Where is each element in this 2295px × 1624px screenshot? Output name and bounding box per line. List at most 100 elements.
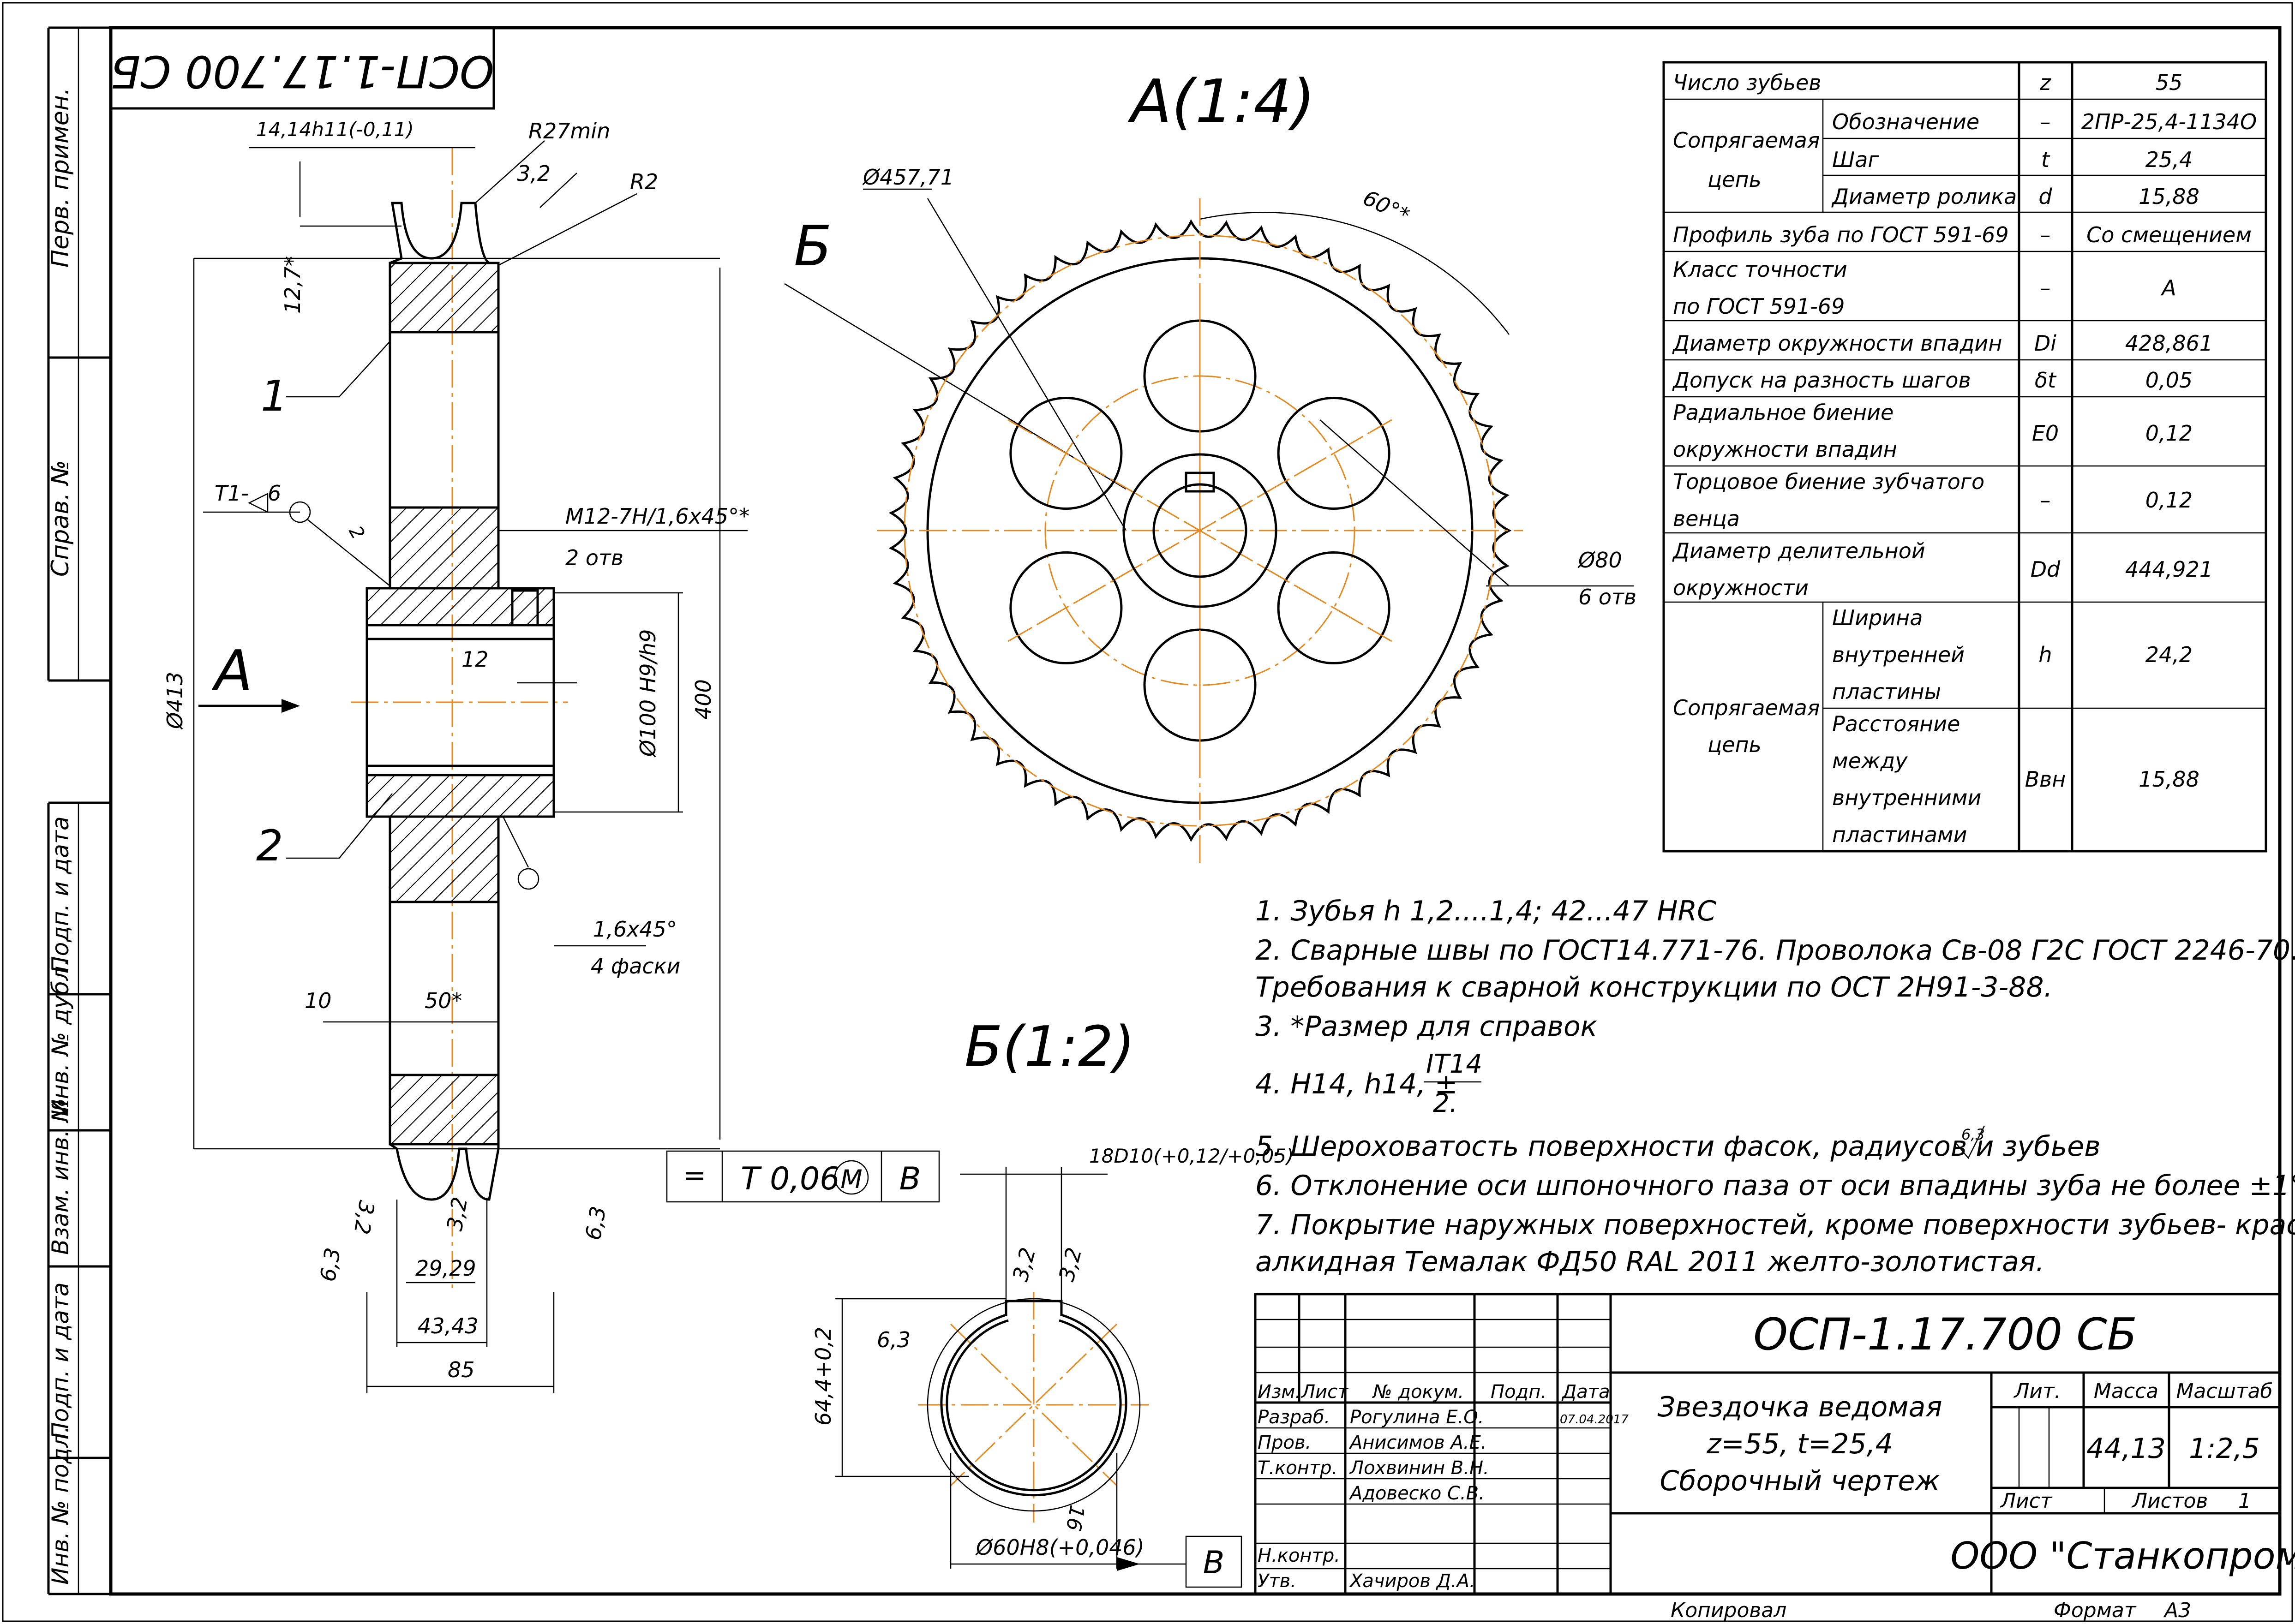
- tbl-sym: –: [2040, 275, 2051, 300]
- tbl-r1a: Сопрягаемая: [1673, 128, 1820, 153]
- tb-role: Разраб.: [1258, 1407, 1330, 1428]
- tb-person: Хачиров Д.А.: [1349, 1570, 1475, 1592]
- dim-3-2-b: 3,2: [442, 1195, 473, 1232]
- dim-r27: R27min: [528, 119, 610, 143]
- tbl-val: 0,05: [2145, 368, 2193, 393]
- tbl-val: 2ПР-25,4-1134О: [2081, 109, 2257, 134]
- note-1: 1. Зубья h 1,2....1,4; 42...47 HRC: [1255, 895, 1716, 927]
- dim-400: 400: [691, 679, 716, 720]
- tbl-r11c1: Ширина: [1832, 605, 1923, 630]
- title-block: Изм. Лист № докум. Подп. Дата Разраб. Пр…: [1254, 1293, 2295, 1622]
- hole-dim-leader: [1319, 419, 1510, 586]
- note-6: 6. Отклонение оси шпоночного паза от оси…: [1255, 1170, 2295, 1202]
- note-5-sym: 6,3: [1961, 1126, 1985, 1143]
- tb-scale-label: Масштаб: [2176, 1379, 2272, 1403]
- section-view: А 14,14h11(-0,11) R27min 3,2 R2 12,7* T1…: [162, 118, 749, 1393]
- tb-role: Н.контр.: [1258, 1545, 1340, 1566]
- dim-12-7: 12,7*: [280, 256, 305, 314]
- dim-85: 85: [448, 1357, 475, 1382]
- datum-b: B: [1203, 1545, 1225, 1581]
- tbl-r1b: цепь: [1708, 167, 1762, 192]
- tbl-r11c2: внутренней: [1832, 642, 1965, 667]
- dim-m12: M12-7H/1,6x45°*: [565, 504, 749, 529]
- tbl-val: А: [2160, 275, 2176, 300]
- tbl-val: 0,12: [2145, 421, 2193, 446]
- tbl-r12c3: внутренними: [1832, 785, 1981, 810]
- tb-person: Лохвинин В.Н.: [1349, 1457, 1489, 1479]
- tbl-sym: z: [2039, 70, 2051, 95]
- dim-t1-6: 6: [268, 481, 281, 506]
- tbl-val: 15,88: [2139, 767, 2199, 792]
- tol-m: M: [840, 1164, 862, 1194]
- tbl-symbols: z – t d – – Di δt E0 – Dd h Bвн: [2025, 70, 2066, 792]
- note-5: 5. Шероховатость поверхности фасок, ради…: [1255, 1130, 2101, 1163]
- view-a: А(1:4) Б Ø457,71 60°* Ø80 6 отв: [784, 66, 1636, 863]
- tbl-val: 25,4: [2145, 147, 2193, 172]
- dim-64-4: 64,4+0,2: [811, 1327, 836, 1426]
- dim-60h8: Ø60H8(+0,046): [975, 1535, 1145, 1560]
- tbl-r11c3: пластины: [1832, 679, 1941, 704]
- tbl-r6: Диаметр окружности впадин: [1672, 331, 2002, 356]
- dim-1-6x45: 1,6x45°: [593, 917, 677, 942]
- margin-label-vzam: Взам. инв. №: [47, 1099, 74, 1255]
- tbl-val: 444,921: [2125, 557, 2213, 582]
- view-a-arrow-label: А: [211, 639, 252, 703]
- dim-457: Ø457,71: [862, 165, 954, 190]
- dim-6-3-a: 6,3: [315, 1246, 346, 1283]
- tb-name2: z=55, t=25,4: [1706, 1428, 1893, 1460]
- tbl-r9b: венца: [1673, 506, 1740, 531]
- tbl-r2c: Шаг: [1832, 147, 1879, 172]
- dim-43-43: 43,43: [418, 1314, 479, 1338]
- dim-14-14: 14,14h11(-0,11): [256, 118, 414, 141]
- note-7: 7. Покрытие наружных поверхностей, кроме…: [1255, 1209, 2295, 1241]
- tol-symbol: =: [683, 1159, 706, 1192]
- tbl-sym: d: [2038, 184, 2052, 209]
- tbl-sym: h: [2038, 642, 2052, 667]
- tb-format-label: Формат: [2054, 1599, 2137, 1622]
- tb-h-doc: № докум.: [1372, 1381, 1464, 1403]
- dim-3-2-d: 3,2: [1054, 1245, 1086, 1284]
- dim-50: 50*: [425, 988, 462, 1013]
- tb-copied: Копировал: [1671, 1599, 1786, 1622]
- tbl-r4: Профиль зуба по ГОСТ 591-69: [1673, 222, 2009, 247]
- tbl-values: 55 2ПР-25,4-1134О 25,4 15,88 Со смещение…: [2081, 70, 2257, 792]
- tb-company: ООО "Станкопром": [1950, 1534, 2295, 1577]
- tb-lit-label: Лит.: [2013, 1379, 2061, 1403]
- tbl-sym: E0: [2032, 421, 2059, 446]
- note-2b: Требования к сварной конструкции по ОСТ …: [1255, 971, 2053, 1003]
- tbl-val: 0,12: [2145, 488, 2193, 513]
- tbl-r5b: по ГОСТ 591-69: [1673, 294, 1845, 319]
- side-margin: Перв. примен. Справ. № Подп. и дата Инв.…: [47, 26, 111, 1595]
- tb-h-sign: Подп.: [1491, 1381, 1546, 1403]
- dim-3-2-a: 3,2: [349, 1199, 379, 1236]
- tbl-r10a: Диаметр делительной: [1672, 538, 1925, 563]
- dim-6-3-b: 6,3: [581, 1204, 611, 1242]
- lightening-hole: [1009, 397, 1123, 510]
- tbl-sym: –: [2040, 488, 2051, 513]
- dim-3-2-top: 3,2: [517, 161, 551, 186]
- dim-2-otv: 2 отв: [565, 545, 623, 570]
- tbl-r5a: Класс точности: [1673, 257, 1847, 282]
- keyway: [1185, 472, 1215, 493]
- tbl-sym: –: [2040, 109, 2051, 134]
- dim-16: 16: [1061, 1503, 1089, 1533]
- dim-6-3-c: 6,3: [877, 1327, 911, 1352]
- dim-12: 12: [461, 647, 489, 672]
- tb-scale: 1:2,5: [2189, 1433, 2260, 1465]
- note-7b: алкидная Темалак ФД50 RAL 2011 желто-зол…: [1255, 1246, 2044, 1278]
- rotated-stamp-text: ОСП-1.17.700 СБ: [110, 46, 494, 96]
- dim-4-faski: 4 фаски: [591, 954, 680, 979]
- tb-role: Утв.: [1258, 1570, 1296, 1592]
- margin-label-sprav: Справ. №: [47, 460, 74, 577]
- tbl-val: 15,88: [2139, 184, 2199, 209]
- dim-3-2-c: 3,2: [1007, 1245, 1040, 1284]
- tbl-val: 24,2: [2145, 642, 2193, 667]
- hole-axis: [1007, 419, 1392, 642]
- dim-t1: T1-: [215, 481, 249, 506]
- tolerance-frame: = T 0,06 M B: [666, 1150, 940, 1203]
- lightening-hole: [1009, 551, 1123, 664]
- tbl-sym: δt: [2035, 368, 2057, 393]
- lightening-hole: [1277, 551, 1390, 664]
- tbl-r3c: Диаметр ролика: [1831, 184, 2017, 209]
